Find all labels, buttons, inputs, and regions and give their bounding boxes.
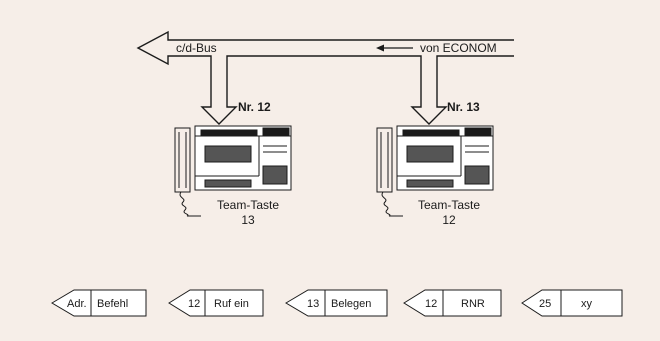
message-field-1: 12	[425, 298, 437, 310]
team-button-target: 13	[241, 213, 255, 227]
message-field-2: xy	[581, 298, 593, 310]
message-field-1: 25	[539, 298, 551, 310]
message-field-2: Ruf ein	[214, 298, 249, 310]
bus-label: c/d-Bus	[176, 41, 217, 55]
team-button-label: Team-Taste	[418, 198, 480, 212]
source-arrow	[376, 45, 413, 52]
station-number-13: Nr. 13	[447, 100, 480, 114]
message-field-1: 12	[188, 298, 200, 310]
message-field-1: Adr.	[67, 298, 87, 310]
team-button-target: 12	[442, 213, 456, 227]
team-button-label: Team-Taste	[217, 198, 279, 212]
message-field-1: 13	[307, 298, 319, 310]
source-label: von ECONOM	[420, 41, 497, 55]
message-field-2: RNR	[461, 298, 485, 310]
message-field-2: Befehl	[97, 298, 128, 310]
message-field-2: Belegen	[331, 298, 371, 310]
station-number-12: Nr. 12	[238, 100, 271, 114]
message-arrow	[522, 290, 622, 316]
message-arrow	[404, 290, 501, 316]
